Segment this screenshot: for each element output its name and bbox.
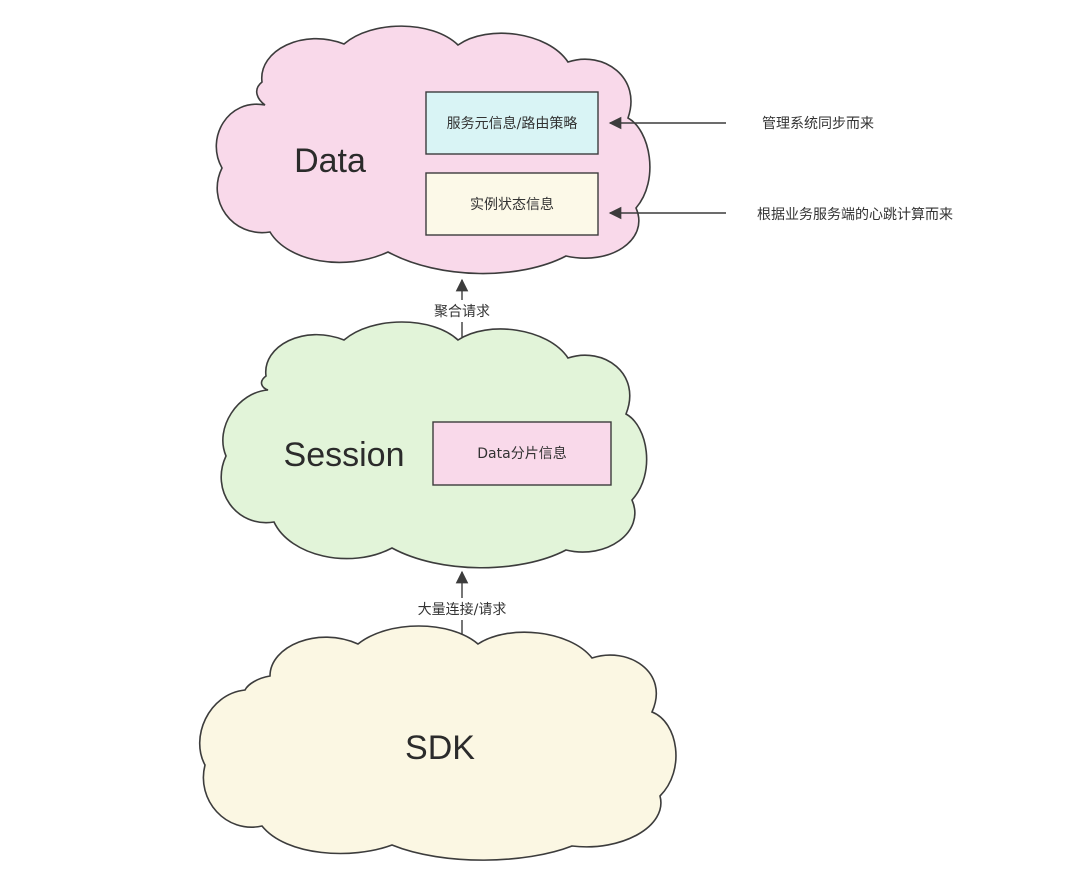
session-to-data-label: 聚合请求 (434, 304, 490, 320)
instance-state-box-shape (425, 172, 599, 236)
shard-info-box-label: Data分片信息 (477, 445, 566, 462)
shard-info-box-shape (432, 421, 612, 486)
data-cloud-label: Data (294, 142, 366, 180)
sdk-cloud-shape (199, 625, 677, 861)
sdk-cloud-label: SDK (405, 729, 475, 767)
sdk-to-session-label: 大量连接/请求 (418, 601, 507, 618)
shard-info-box: Data分片信息 (432, 421, 612, 486)
sdk-to-session-label-bg (410, 598, 514, 620)
metadata-box-shape (425, 91, 599, 155)
mgmt-sync-note: 管理系统同步而来 (762, 116, 874, 132)
instance-state-box: 实例状态信息 (425, 172, 599, 236)
session-to-data-label-bg (428, 300, 496, 322)
metadata-box: 服务元信息/路由策略 (425, 91, 599, 155)
metadata-box-label: 服务元信息/路由策略 (447, 115, 578, 132)
heartbeat-note: 根据业务服务端的心跳计算而来 (757, 207, 953, 223)
session-cloud-label: Session (284, 436, 405, 474)
instance-state-box-label: 实例状态信息 (470, 196, 554, 213)
sdk-cloud: SDK (199, 625, 677, 861)
